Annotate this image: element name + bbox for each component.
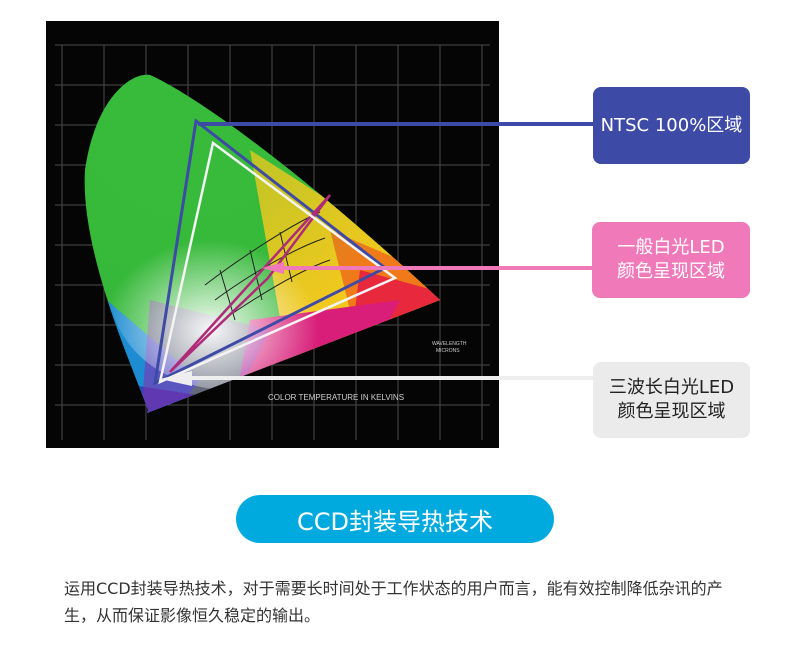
led-callout: 一般白光LED 颜色呈现区域 <box>592 222 750 298</box>
tri-pointer-arrowhead <box>160 371 192 386</box>
wavelength-label-line2: MICRONS <box>436 348 460 354</box>
led-callout-line1: 一般白光LED <box>617 237 725 258</box>
three-band-led-callout: 三波长白光LED 颜色呈现区域 <box>593 362 750 438</box>
ntsc-callout: NTSC 100%区域 <box>593 87 750 164</box>
feature-title-pill: CCD封装导热技术 <box>236 495 554 543</box>
led-pointer-arrowhead <box>262 262 284 274</box>
wavelength-label-line1: WAVELENGTH <box>432 341 467 347</box>
tri-callout-line1: 三波长白光LED <box>608 377 735 398</box>
tri-callout-line2: 颜色呈现区域 <box>617 401 726 422</box>
axis-label: COLOR TEMPERATURE IN KELVINS <box>268 393 404 402</box>
ntsc-callout-label: NTSC 100%区域 <box>600 114 743 136</box>
three-band-led-triangle <box>158 140 398 385</box>
feature-description: 运用CCD封装导热技术，对于需要长时间处于工作状态的用户而言，能有效控制降低杂讯… <box>64 579 723 625</box>
cie-chromaticity-diagram: COLOR TEMPERATURE IN KELVINS WAVELENGTH … <box>46 21 593 448</box>
led-triangle <box>169 194 332 373</box>
ntsc-triangle <box>153 118 388 386</box>
led-callout-line2: 颜色呈现区域 <box>617 261 725 282</box>
